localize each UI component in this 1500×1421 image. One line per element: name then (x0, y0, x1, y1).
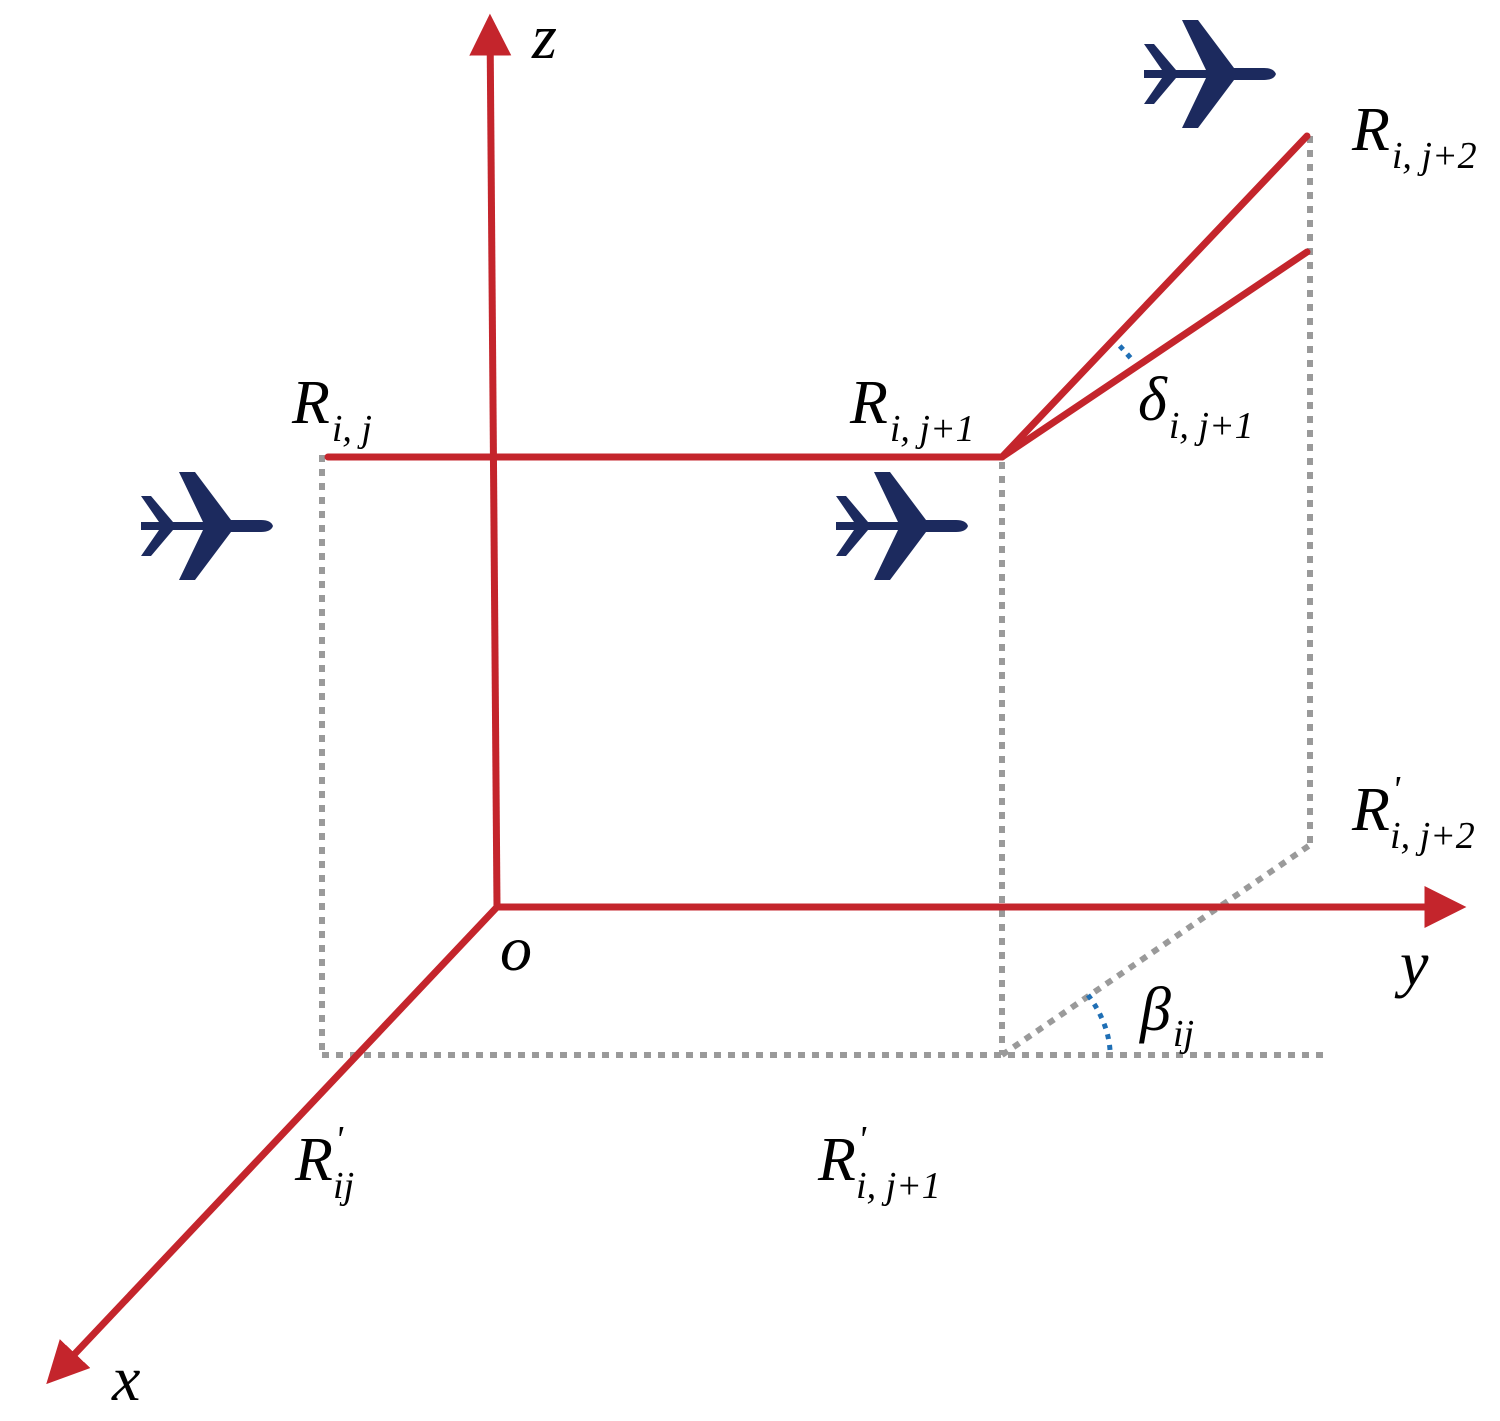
label-sub: i, j+1 (890, 408, 975, 450)
projection-ground-diagonal (1000, 842, 1312, 1058)
trajectory-segment-lower (998, 248, 1311, 461)
label-sub: i, j+2 (1390, 815, 1475, 857)
z-axis-label: z (531, 1, 557, 72)
axes (46, 13, 1467, 1385)
airplane-icon (141, 472, 273, 580)
label-r-ij2: Ri, j+2 (1351, 96, 1477, 177)
label-sub: i, j (332, 408, 372, 450)
y-axis-label: y (1394, 928, 1429, 999)
label-prime: ' (335, 1119, 344, 1161)
label-main: R (1351, 96, 1390, 164)
label-prime: ' (1392, 769, 1401, 811)
label-sub: i, j+1 (856, 1165, 941, 1207)
label-delta: δi, j+1 (1138, 366, 1254, 447)
airplane-icon (1144, 20, 1276, 128)
label-r-ij1: Ri, j+1 (849, 369, 975, 450)
label-r-prime-ij1: R'i, j+1 (817, 1119, 941, 1207)
origin-label: o (500, 913, 532, 984)
label-r-prime-ij: R'ij (294, 1119, 354, 1207)
label-beta: βij (1139, 976, 1194, 1055)
label-r-prime-ij2: R'i, j+2 (1351, 769, 1475, 857)
projection-lines (319, 136, 1328, 1058)
label-main: R (849, 369, 888, 437)
label-sub: i, j+2 (1392, 135, 1477, 177)
label-main: δ (1138, 366, 1168, 434)
label-prime: ' (858, 1119, 867, 1161)
x-axis-label: x (111, 1343, 140, 1414)
label-r-ij: Ri, j (291, 369, 372, 450)
airplanes (141, 20, 1276, 580)
label-sub: ij (333, 1165, 354, 1207)
label-main: R (291, 369, 330, 437)
label-sub: i, j+1 (1169, 405, 1254, 447)
label-main: β (1139, 976, 1171, 1044)
trajectory (324, 132, 1311, 461)
label-sub: ij (1173, 1013, 1194, 1055)
x-axis (46, 904, 500, 1385)
angle-arcs (1085, 336, 1136, 1051)
label-main: R (294, 1126, 333, 1194)
label-main: R (1351, 776, 1390, 844)
trajectory-segment-upper (998, 132, 1311, 461)
z-axis (469, 13, 512, 908)
label-main: R (817, 1126, 856, 1194)
beta-angle-arc (1085, 993, 1113, 1051)
airplane-icon (836, 472, 968, 580)
